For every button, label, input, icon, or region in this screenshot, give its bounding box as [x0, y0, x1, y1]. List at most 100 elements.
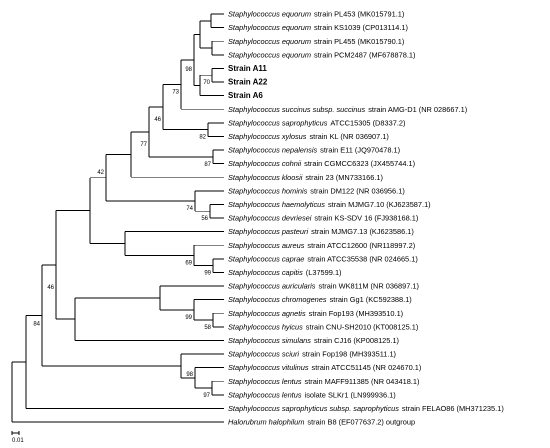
bootstrap-label: 58	[204, 325, 211, 331]
species-name: Staphylococcus saprophyticus	[228, 118, 328, 127]
species-name: Staphylococcus hyicus	[228, 322, 303, 331]
species-name: Staphylococcus equorum	[228, 10, 311, 19]
strain-accession: strain MAFF911385 (NR 043418.1)	[305, 377, 420, 386]
species-name: Staphylococcus succinus subsp. succinus	[228, 105, 366, 114]
bootstrap-label: 74	[186, 206, 193, 212]
bootstrap-label: 70	[203, 80, 210, 86]
tree-branches	[11, 13, 224, 423]
strain-accession: strain DM122 (NR 036956.1)	[310, 186, 404, 195]
species-name: Staphylococcus xylosus	[228, 132, 307, 141]
species-name: Halorubrum halophilum	[228, 418, 304, 427]
strain-accession: strain ATCC12600 (NR118997.2)	[307, 241, 415, 250]
bootstrap-label: 98	[185, 67, 192, 73]
strain-accession: strain 23 (MN733166.1)	[305, 173, 383, 182]
bootstrap-label: 42	[97, 170, 104, 176]
species-name: Staphylococcus kloosii	[228, 173, 303, 182]
species-name: Staphylococcus equorum	[228, 23, 311, 32]
species-name: Staphylococcus agnetis	[228, 309, 306, 318]
leaf-label: Strain A6	[228, 91, 263, 100]
bootstrap-label: 99	[204, 271, 211, 277]
strain-accession: strain AMG-D1 (NR 028667.1)	[368, 105, 467, 114]
strain-accession: strain KS1039 (CP013114.1)	[314, 23, 408, 32]
strain-accession: isolate SLKr1 (LN999936.1)	[305, 390, 396, 399]
strain-accession: strain CJ16 (KP008125.1)	[314, 336, 399, 345]
species-name: Staphylococcus lentus	[228, 390, 302, 399]
scale-bar: 0.01	[11, 431, 24, 444]
strain-accession: strain PL455 (MK015790.1)	[314, 37, 404, 46]
bootstrap-label: 87	[204, 162, 211, 168]
species-name: Staphylococcus aureus	[228, 241, 305, 250]
species-name: Staphylococcus hominis	[228, 186, 308, 195]
species-name: Staphylococcus chromogenes	[228, 295, 327, 304]
species-name: Staphylococcus auricularis	[228, 282, 316, 291]
strain-accession: ATCC15305 (D8337.2)	[330, 118, 405, 127]
leaf-label: Strain A11	[228, 64, 267, 73]
strain-accession: strain PL453 (MK015791.1)	[314, 10, 404, 19]
bootstrap-label: 97	[203, 393, 210, 399]
strain-accession: strain MJMG7.13 (KJ623586.1)	[311, 227, 414, 236]
strain-accession: strain CNU-SH2010 (KT008125.1)	[306, 322, 419, 331]
bootstrap-label: 46	[154, 117, 161, 123]
strain-accession: strain Gg1 (KC592388.1)	[330, 295, 412, 304]
species-name: Staphylococcus lentus	[228, 377, 302, 386]
strain-accession: strain CGMCC6323 (JX455744.1)	[304, 159, 415, 168]
leaf-label: Strain A22	[228, 78, 268, 87]
species-name: Staphylococcus sciuri	[228, 350, 299, 359]
strain-accession: (L37599.1)	[306, 268, 342, 277]
strain-accession: strain ATCC51145 (NR 024670.1)	[312, 363, 422, 372]
scale-bar-label: 0.01	[12, 438, 24, 444]
bootstrap-label: 84	[33, 321, 40, 327]
bootstrap-label: 56	[201, 216, 208, 222]
strain-accession: strain KS-SDV 16 (FJ938168.1)	[314, 214, 418, 223]
leaf-label: Staphylococcus capitis(L37599.1)	[228, 268, 342, 277]
leaf-label: Staphylococcus saprophyticus subsp. sapr…	[228, 404, 504, 413]
strain-accession: strain MJMG7.10 (KJ623587.1)	[328, 200, 431, 209]
strain-accession: strain B8 (EF077637.2) outgroup	[307, 418, 415, 427]
bootstrap-label: 73	[172, 90, 179, 96]
species-name: Staphylococcus cohnii	[228, 159, 301, 168]
strain-accession: strain PCM2487 (MF678878.1)	[314, 50, 415, 59]
strain-accession: strain Fop198 (MH393511.1)	[302, 350, 396, 359]
species-name: Staphylococcus haemolyticus	[228, 200, 325, 209]
species-name: Staphylococcus nepalensis	[228, 146, 317, 155]
bootstrap-label: 99	[185, 315, 192, 321]
species-name: Staphylococcus equorum	[228, 37, 311, 46]
species-name: Staphylococcus devriesei	[228, 214, 312, 223]
bootstrap-label: 69	[185, 260, 192, 266]
bootstrap-label: 46	[47, 285, 54, 291]
species-name: Staphylococcus pasteuri	[228, 227, 308, 236]
species-name: Staphylococcus capitis	[228, 268, 303, 277]
strain-accession: strain WK811M (NR 036897.1)	[319, 282, 420, 291]
bootstrap-label: 82	[199, 135, 206, 141]
strain-accession: strain Fop193 (MH393510.1)	[309, 309, 404, 318]
species-name: Staphylococcus simulans	[228, 336, 311, 345]
species-name: Staphylococcus caprae	[228, 254, 304, 263]
